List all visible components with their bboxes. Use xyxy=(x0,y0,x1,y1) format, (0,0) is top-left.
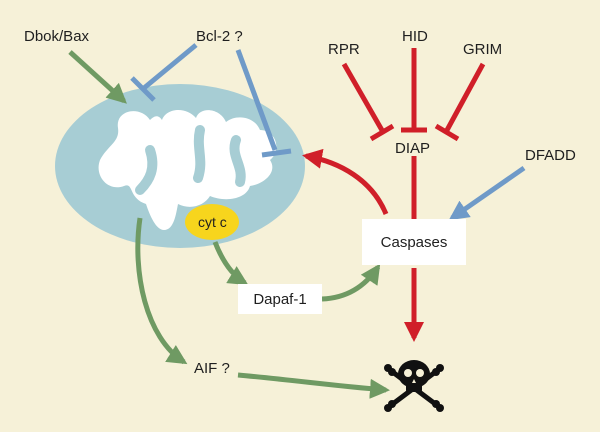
blue-lines xyxy=(130,43,526,221)
arrow-caspases-to-mitochondrion xyxy=(302,148,389,215)
label-diap: DIAP xyxy=(395,140,431,157)
label-aif: AIF ? xyxy=(194,360,230,377)
arrow-dbok-bax-to-mitochondrion xyxy=(68,50,127,104)
mitochondrion xyxy=(55,84,305,248)
label-dfadd: DFADD xyxy=(525,147,576,164)
label-cyt-c: cyt c xyxy=(198,214,227,230)
label-dbok-bax: Dbok/Bax xyxy=(24,28,90,45)
cyt-c-marker xyxy=(185,204,239,240)
activation-arrows xyxy=(68,50,390,399)
inhibit-rpr-to-diap xyxy=(341,62,386,134)
dapaf1-box: Dapaf-1 xyxy=(238,284,322,314)
caspases-box: Caspases xyxy=(362,219,466,265)
arrow-dapaf1-to-caspases xyxy=(321,263,381,302)
label-hid: HID xyxy=(402,28,428,45)
arrow-dfadd-to-caspases xyxy=(448,165,526,221)
arrow-cyt-c-to-dapaf1 xyxy=(212,241,249,286)
label-bcl2: Bcl-2 ? xyxy=(196,28,243,45)
red-lines xyxy=(302,48,486,342)
arrow-mitochondrion-to-aif xyxy=(135,217,188,365)
inhibit-bcl2-to-mitochondrion xyxy=(235,49,278,151)
inhibit-bcl2-to-dbok-arrow xyxy=(142,43,198,90)
skull-crossbones-icon xyxy=(384,360,444,412)
label-rpr: RPR xyxy=(328,41,360,58)
inhibit-grim-to-diap xyxy=(443,62,486,134)
label-grim: GRIM xyxy=(463,41,503,58)
arrow-aif-to-death xyxy=(237,372,390,399)
